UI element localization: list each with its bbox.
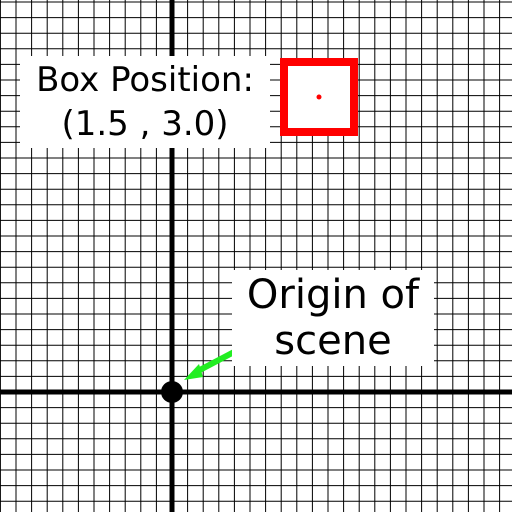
origin-label: Origin of scene (232, 270, 434, 366)
origin-label-line2: scene (274, 318, 392, 364)
box-position-title: Box Position: (36, 60, 254, 100)
box-position-value: (1.5 , 3.0) (61, 104, 229, 144)
box-center-dot (316, 94, 322, 100)
box-position-label: Box Position: (1.5 , 3.0) (20, 56, 270, 148)
arrow-icon (184, 349, 236, 380)
origin-marker (161, 381, 183, 403)
origin-label-line1: Origin of (246, 272, 420, 318)
